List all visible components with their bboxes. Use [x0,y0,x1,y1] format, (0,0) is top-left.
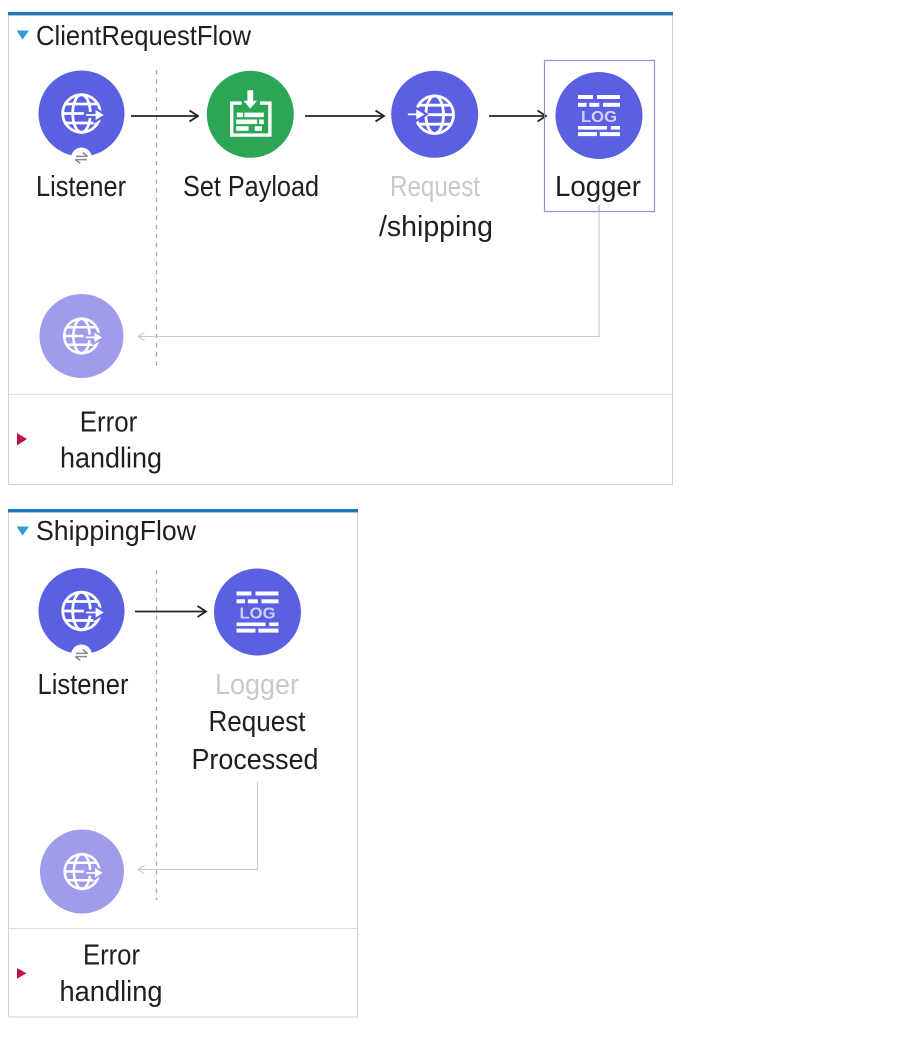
svg-text:Error: Error [80,407,138,439]
svg-text:handling: handling [60,976,163,1008]
svg-text:LOG: LOG [240,606,276,623]
svg-text:/shipping: /shipping [379,211,493,243]
svg-text:Listener: Listener [38,669,129,701]
svg-text:Processed: Processed [192,744,319,776]
svg-text:ShippingFlow: ShippingFlow [36,515,197,546]
svg-text:LOG: LOG [581,109,617,126]
svg-text:ClientRequestFlow: ClientRequestFlow [36,20,252,51]
svg-text:Request: Request [209,706,306,738]
svg-text:Set Payload: Set Payload [183,171,319,203]
svg-text:Request: Request [390,171,480,203]
svg-text:Logger: Logger [555,171,641,203]
svg-text:Error: Error [83,940,140,972]
svg-text:handling: handling [60,443,162,475]
svg-text:Listener: Listener [36,171,126,203]
svg-text:Logger: Logger [215,669,299,701]
